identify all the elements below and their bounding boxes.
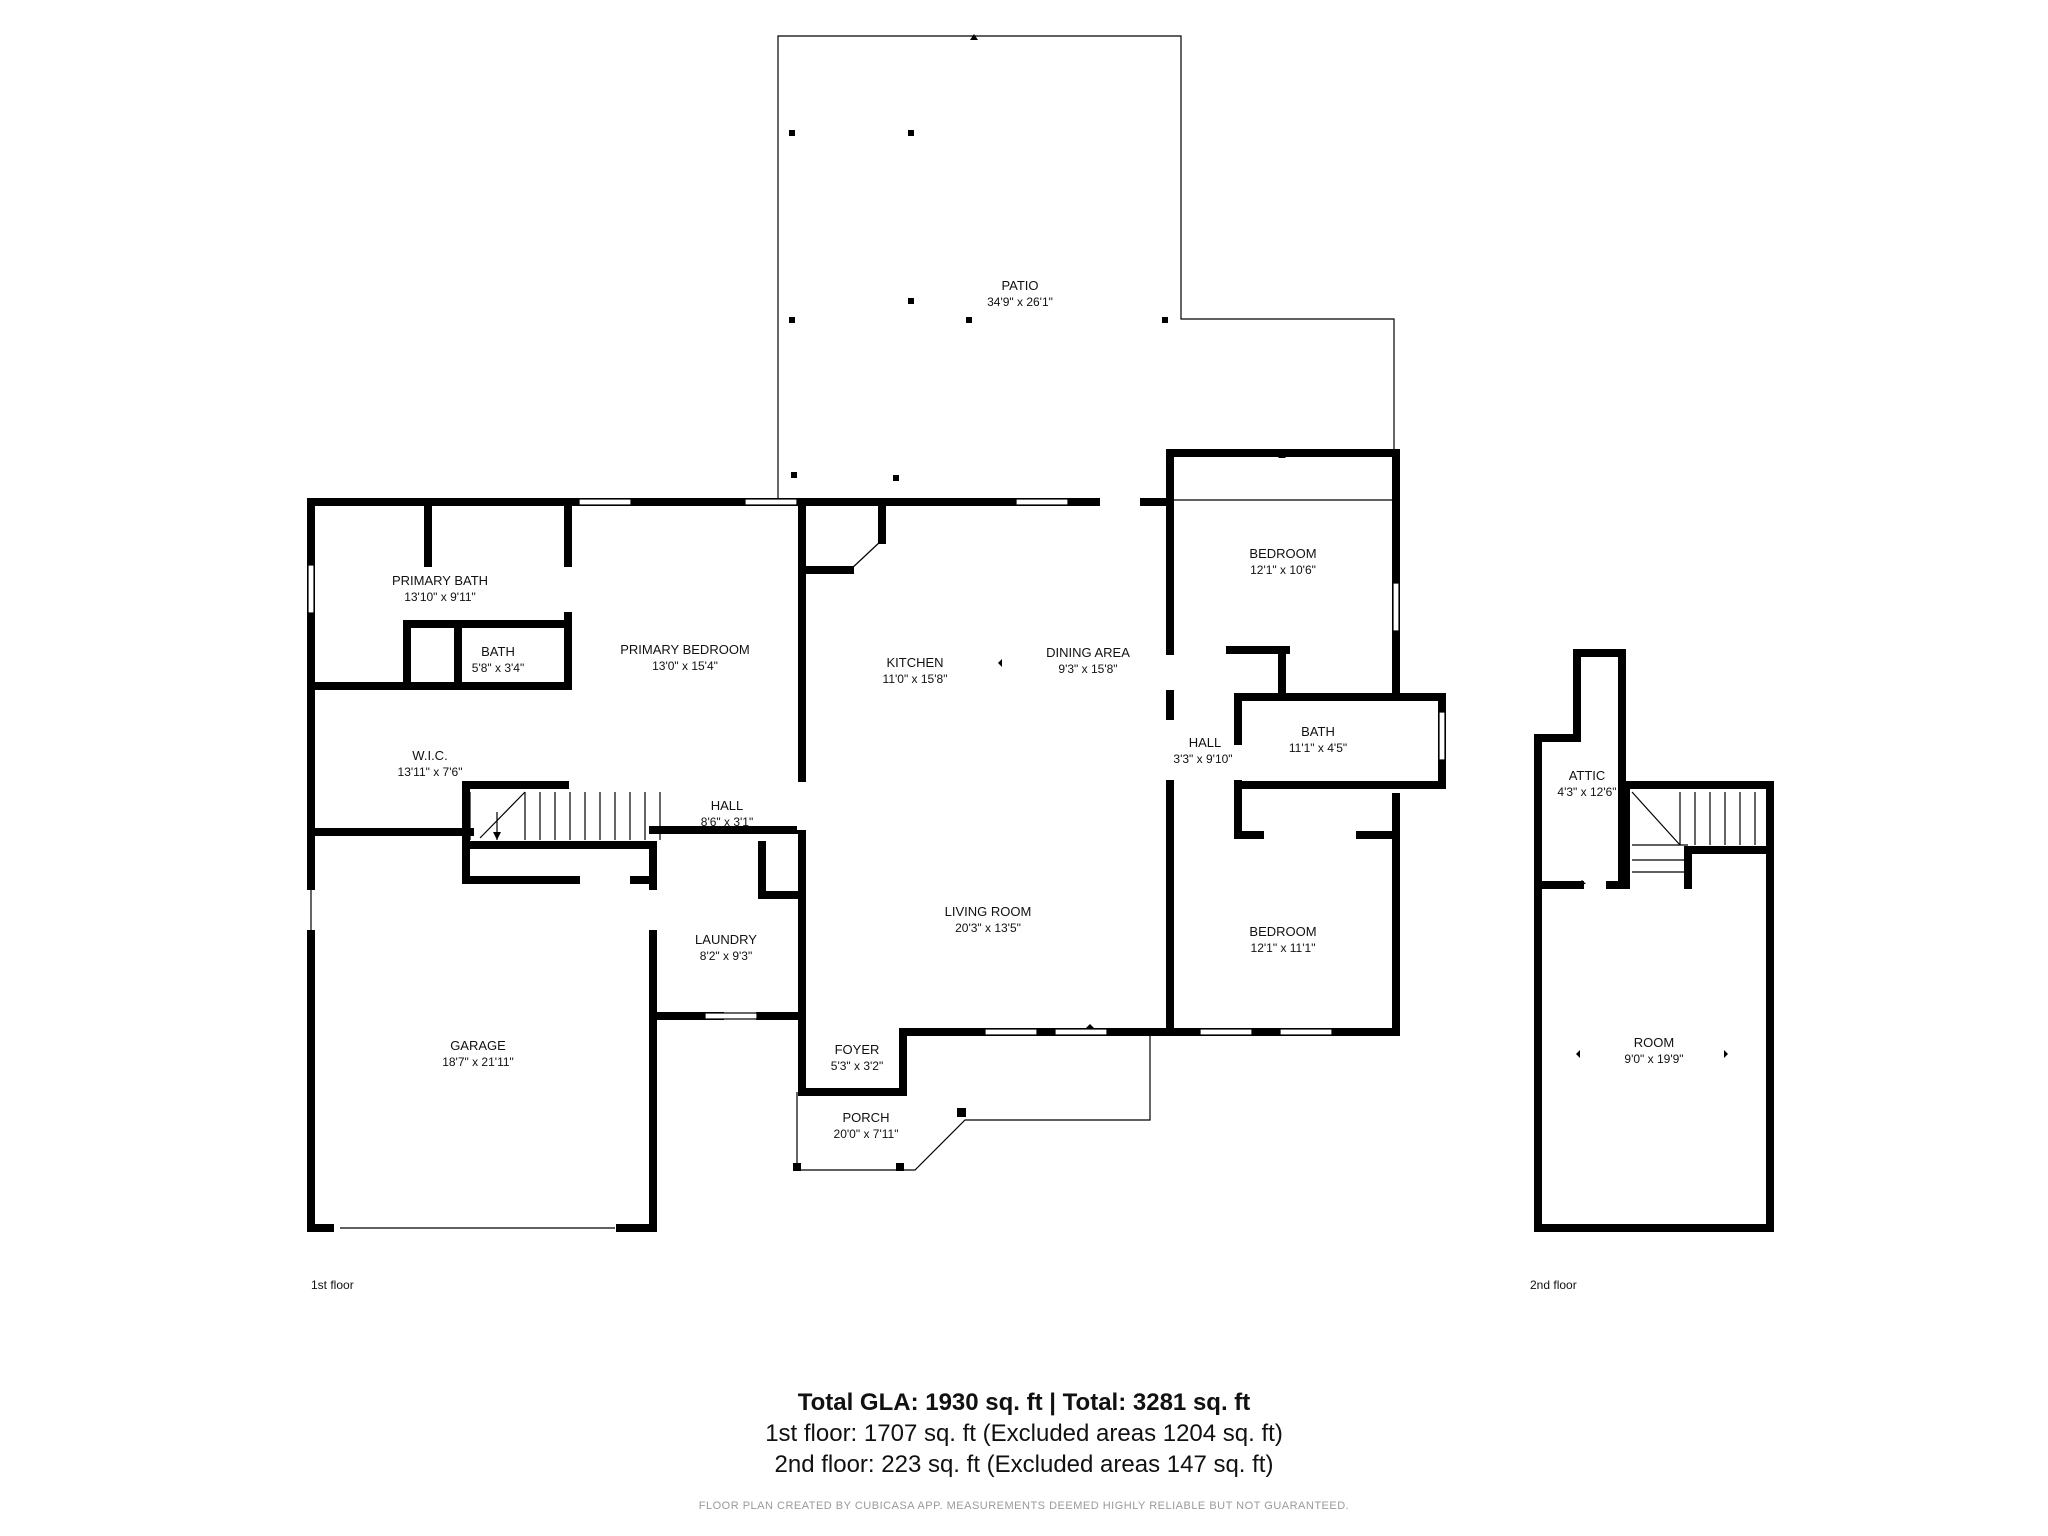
stairs-second-floor — [1631, 791, 1756, 873]
windows — [307, 498, 1668, 1232]
room-dim: 13'10" x 9'11" — [404, 590, 476, 604]
room-label-attic: ATTIC 4'3" x 12'6" — [1557, 768, 1616, 799]
room-name: W.I.C. — [412, 748, 447, 763]
room-name: BEDROOM — [1249, 546, 1316, 561]
room-label-porch: PORCH 20'0" x 7'11" — [834, 1110, 899, 1141]
room-label-foyer: FOYER 5'3" x 3'2" — [831, 1042, 883, 1073]
room-dim: 11'0" x 15'8" — [883, 672, 948, 686]
room-dim: 13'0" x 15'4" — [652, 659, 718, 673]
room-name: ATTIC — [1569, 768, 1606, 783]
room-label-kitchen: KITCHEN 11'0" x 15'8" — [883, 655, 948, 686]
room-dim: 20'0" x 7'11" — [834, 1127, 899, 1141]
total-area-summary: Total GLA: 1930 sq. ft | Total: 3281 sq.… — [797, 1389, 1251, 1416]
room-dim: 18'7" x 21'11" — [442, 1055, 514, 1069]
porch-outline — [793, 1032, 1151, 1171]
room-label-primary-bedroom: PRIMARY BEDROOM 13'0" x 15'4" — [620, 642, 750, 673]
room-name: GARAGE — [450, 1038, 506, 1053]
room-name: BATH — [481, 644, 515, 659]
room-dim: 9'0" x 19'9" — [1624, 1052, 1683, 1066]
disclaimer-footnote: FLOOR PLAN CREATED BY CUBICASA APP. MEAS… — [698, 1500, 1350, 1512]
room-name: BATH — [1301, 724, 1335, 739]
room-label-bedroom-bottom: BEDROOM 12'1" x 11'1" — [1249, 924, 1316, 955]
room-label-dining-area: DINING AREA 9'3" x 15'8" — [1046, 645, 1130, 676]
room-label-patio: PATIO 34'9" x 26'1" — [987, 278, 1053, 309]
room-label-room: ROOM 9'0" x 19'9" — [1624, 1035, 1683, 1066]
room-label-garage: GARAGE 18'7" x 21'11" — [442, 1038, 514, 1069]
room-dim: 12'1" x 10'6" — [1250, 563, 1316, 577]
room-name: HALL — [711, 798, 744, 813]
room-name: PRIMARY BEDROOM — [620, 642, 750, 657]
room-dim: 4'3" x 12'6" — [1557, 785, 1616, 799]
first-floor-walls — [307, 449, 1446, 1232]
room-dim: 13'11" x 7'6" — [398, 765, 463, 779]
room-label-hall-right: HALL 3'3" x 9'10" — [1173, 735, 1232, 766]
room-name: LIVING ROOM — [945, 904, 1032, 919]
room-label-bedroom-top: BEDROOM 12'1" x 10'6" — [1249, 546, 1316, 577]
room-label-living-room: LIVING ROOM 20'3" x 13'5" — [945, 904, 1032, 935]
room-name: PATIO — [1001, 278, 1038, 293]
patio-outline — [777, 35, 1395, 501]
room-name: LAUNDRY — [695, 932, 757, 947]
room-dim: 3'3" x 9'10" — [1173, 752, 1232, 766]
second-floor-label: 2nd floor — [1530, 1278, 1577, 1292]
room-label-bath-right: BATH 11'1" x 4'5" — [1289, 724, 1347, 755]
room-dim: 12'1" x 11'1" — [1251, 941, 1316, 955]
room-dim: 8'6" x 3'1" — [701, 815, 753, 829]
room-name: KITCHEN — [886, 655, 943, 670]
room-name: ROOM — [1634, 1035, 1674, 1050]
room-name: DINING AREA — [1046, 645, 1130, 660]
first-floor-label: 1st floor — [311, 1278, 354, 1292]
room-label-bath-small: BATH 5'8" x 3'4" — [472, 644, 524, 675]
room-name: BEDROOM — [1249, 924, 1316, 939]
first-floor-area: 1st floor: 1707 sq. ft (Excluded areas 1… — [765, 1420, 1283, 1447]
room-label-primary-bath: PRIMARY BATH 13'10" x 9'11" — [392, 573, 488, 604]
room-dim: 9'3" x 15'8" — [1058, 662, 1117, 676]
second-floor-area: 2nd floor: 223 sq. ft (Excluded areas 14… — [774, 1451, 1274, 1478]
room-dim: 5'8" x 3'4" — [472, 661, 524, 675]
stairs-first-floor — [469, 791, 661, 840]
room-dim: 20'3" x 13'5" — [955, 921, 1021, 935]
room-name: HALL — [1189, 735, 1222, 750]
room-name: FOYER — [835, 1042, 880, 1057]
room-label-wic: W.I.C. 13'11" x 7'6" — [398, 748, 463, 779]
room-name: PORCH — [843, 1110, 890, 1125]
room-dim: 5'3" x 3'2" — [831, 1059, 883, 1073]
room-label-hall-mid: HALL 8'6" x 3'1" — [701, 798, 753, 829]
second-floor-walls — [1534, 649, 1774, 1232]
room-label-laundry: LAUNDRY 8'2" x 9'3" — [695, 932, 757, 963]
room-dim: 34'9" x 26'1" — [987, 295, 1053, 309]
room-name: PRIMARY BATH — [392, 573, 488, 588]
room-dim: 8'2" x 9'3" — [700, 949, 752, 963]
room-dim: 11'1" x 4'5" — [1289, 741, 1347, 755]
measurement-ticks — [970, 34, 1728, 1058]
